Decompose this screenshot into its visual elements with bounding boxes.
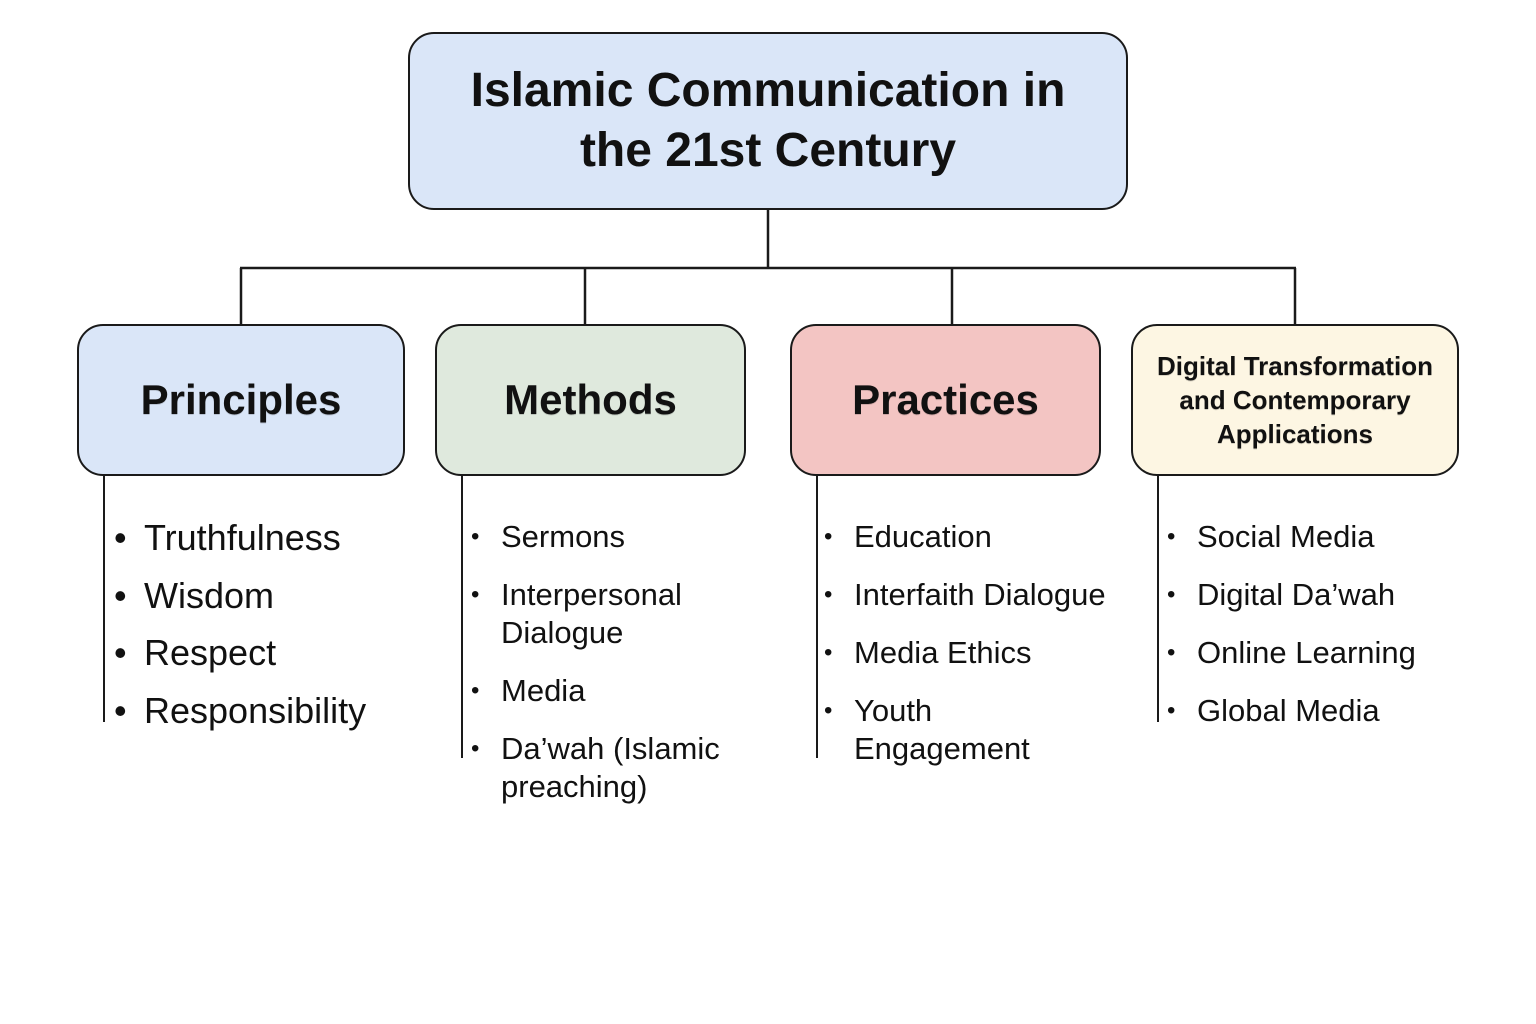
category-title-principles: Principles bbox=[140, 376, 342, 423]
list-item: Online Learning bbox=[1157, 634, 1477, 672]
category-title-digital: Digital Transformation and Contemporary … bbox=[1157, 351, 1433, 449]
list-item: Sermons bbox=[461, 518, 781, 556]
category-methods: Methods bbox=[435, 324, 746, 476]
list-item: Wisdom bbox=[104, 575, 424, 616]
category-title-methods: Methods bbox=[504, 376, 677, 423]
list-item: Truthfulness bbox=[104, 518, 424, 559]
list-item: Responsibility bbox=[104, 690, 424, 731]
principles-list: Truthfulness Wisdom Respect Responsibili… bbox=[104, 518, 424, 748]
list-item: Media bbox=[461, 672, 781, 710]
list-item: Youth Engagement bbox=[814, 692, 1054, 768]
list-item: Interpersonal Dialogue bbox=[461, 576, 731, 652]
list-item: Education bbox=[814, 518, 1134, 556]
root-title: Islamic Communication in the 21st Centur… bbox=[470, 64, 1066, 177]
category-digital: Digital Transformation and Contemporary … bbox=[1131, 324, 1459, 476]
list-item: Da’wah (Islamic preaching) bbox=[461, 730, 776, 806]
list-item: Respect bbox=[104, 633, 424, 674]
digital-list: Social Media Digital Da’wah Online Learn… bbox=[1157, 518, 1477, 750]
practices-list: Education Interfaith Dialogue Media Ethi… bbox=[814, 518, 1134, 788]
list-item: Social Media bbox=[1157, 518, 1477, 556]
list-item: Interfaith Dialogue bbox=[814, 576, 1134, 614]
list-item: Digital Da’wah bbox=[1157, 576, 1477, 614]
list-item: Global Media bbox=[1157, 692, 1477, 730]
root-node: Islamic Communication in the 21st Centur… bbox=[408, 32, 1128, 210]
category-practices: Practices bbox=[790, 324, 1101, 476]
category-principles: Principles bbox=[77, 324, 405, 476]
category-title-practices: Practices bbox=[852, 376, 1039, 423]
methods-list: Sermons Interpersonal Dialogue Media Da’… bbox=[461, 518, 781, 826]
list-item: Media Ethics bbox=[814, 634, 1134, 672]
